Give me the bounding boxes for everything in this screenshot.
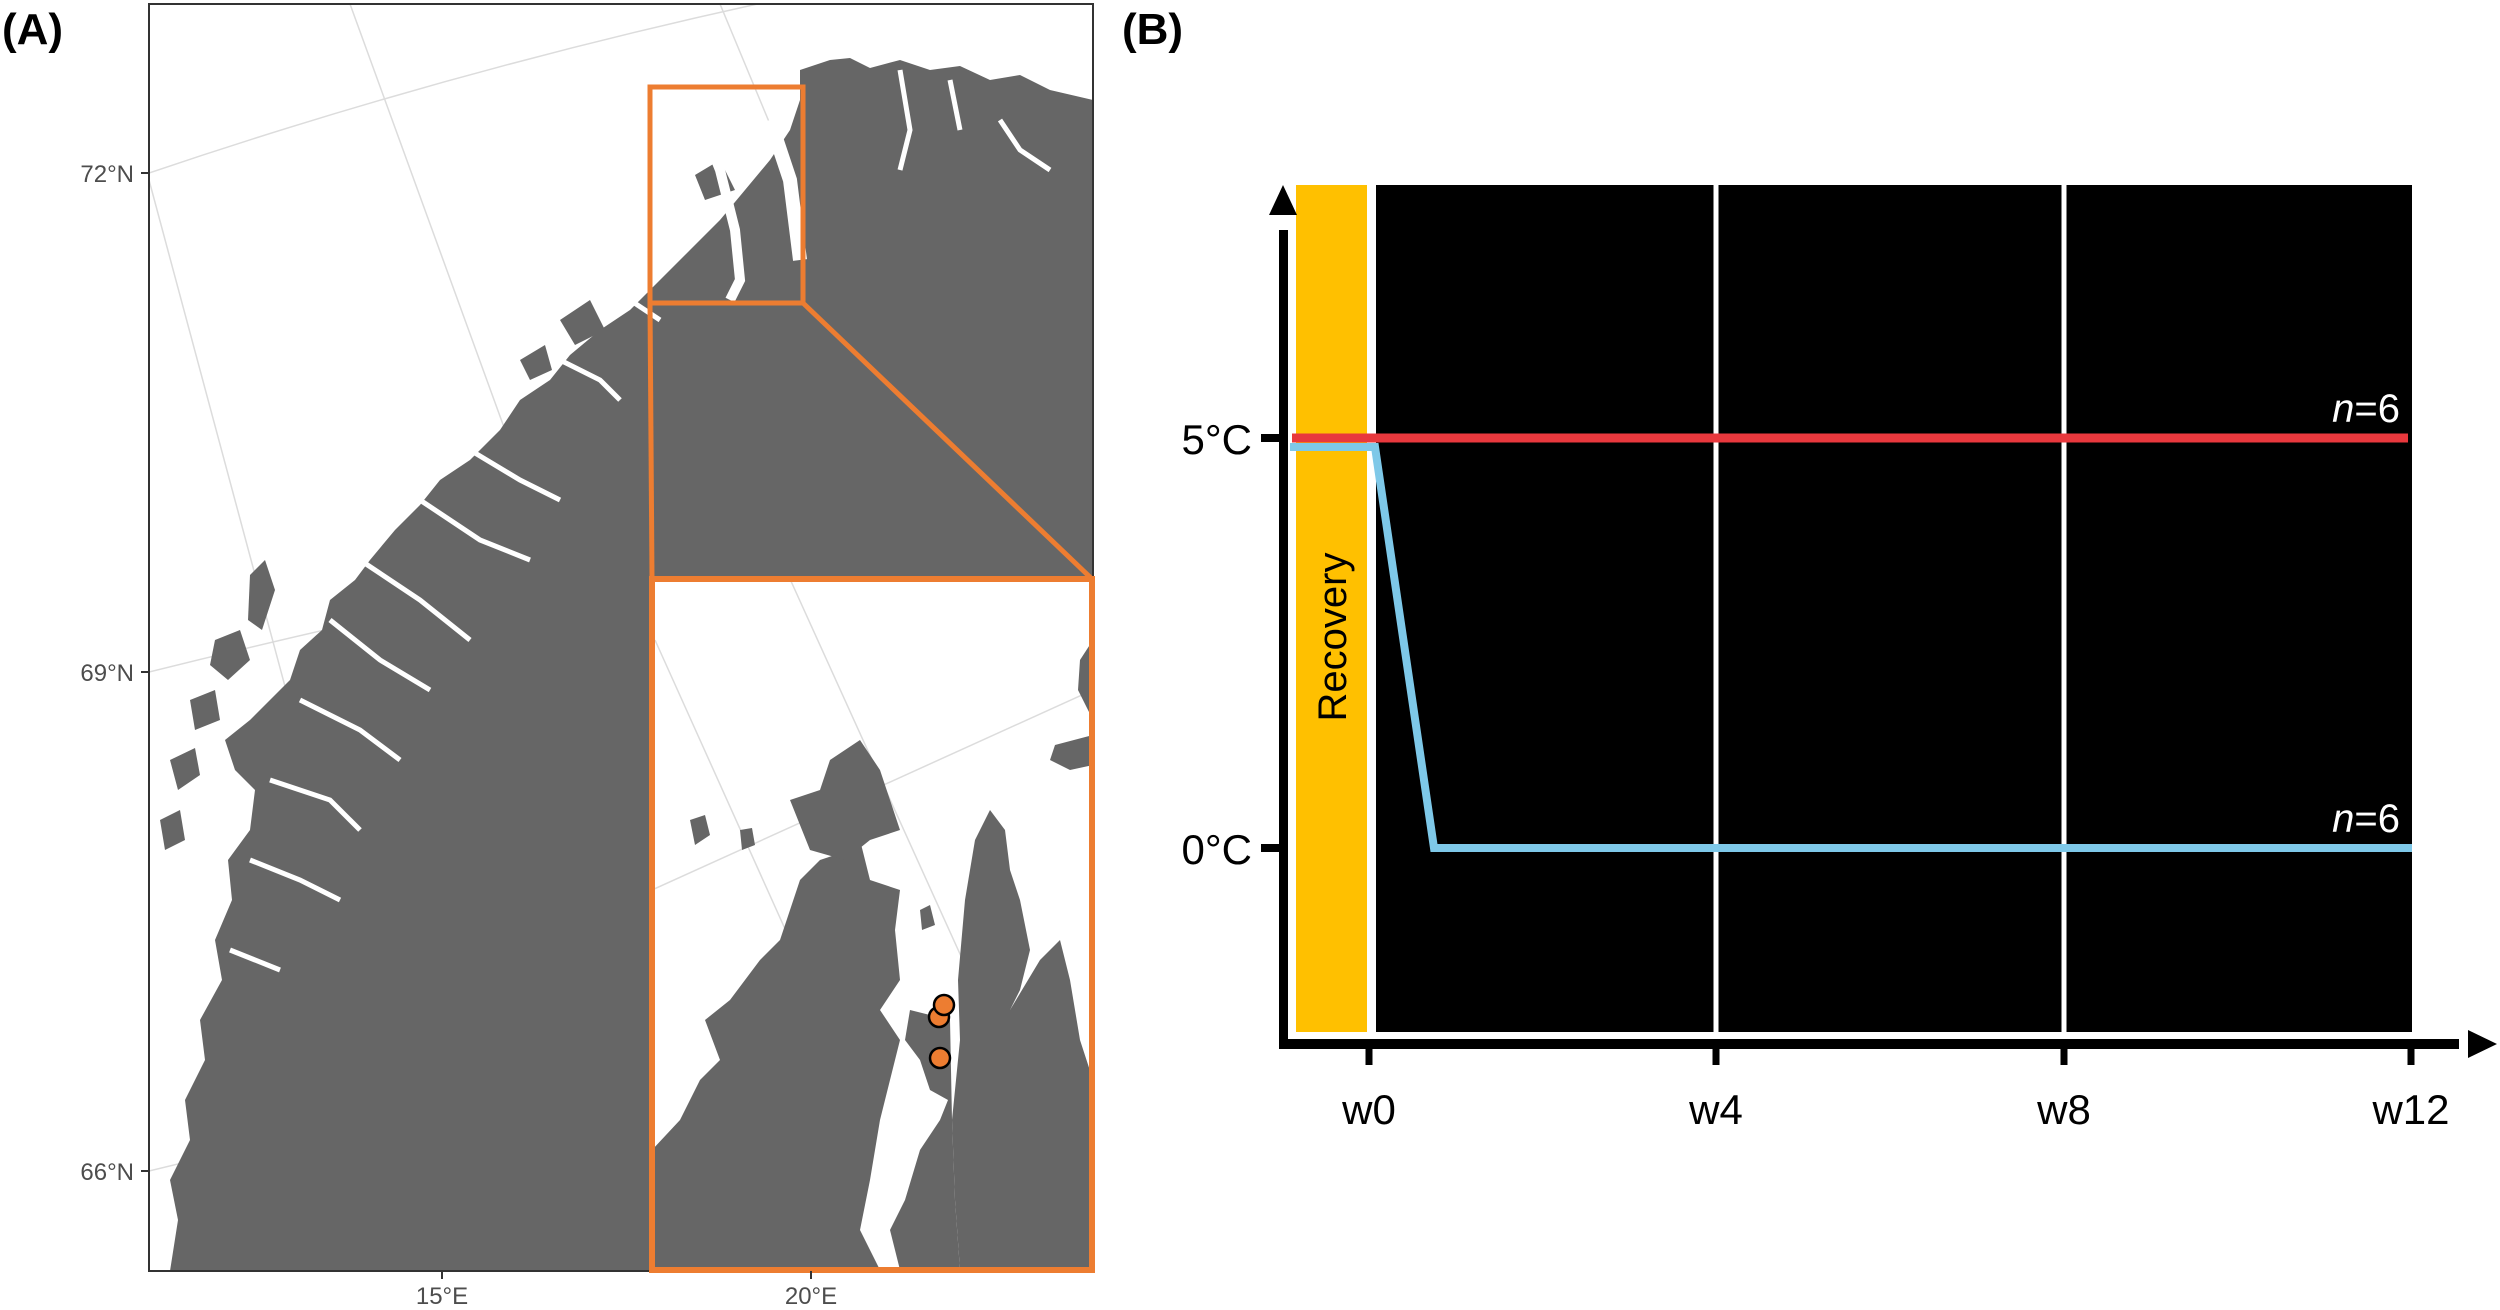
annotation-0c-n: n=6 bbox=[2332, 797, 2400, 841]
highlight-box bbox=[647, 84, 806, 306]
inset-map bbox=[649, 576, 1095, 1273]
panel-a-label: (A) bbox=[2, 5, 63, 54]
inset-frame bbox=[649, 576, 1095, 1273]
fjord-small-box bbox=[695, 118, 746, 303]
lon-label-15: 15°E bbox=[416, 1283, 468, 1310]
x-axis-arrow-icon bbox=[2468, 1030, 2497, 1058]
coastal-islands bbox=[160, 160, 735, 850]
inset-land-northeast bbox=[1050, 641, 1092, 770]
fjords bbox=[229, 69, 1052, 973]
recovery-label: Recovery bbox=[1311, 553, 1355, 722]
inset-land-west bbox=[652, 840, 900, 1270]
highlight-box-group bbox=[647, 84, 1094, 581]
x-tick-w0: w0 bbox=[1341, 1086, 1396, 1133]
inset-land-island bbox=[790, 740, 900, 860]
plot-background bbox=[1376, 185, 2412, 1032]
annotation-5c-n: n=6 bbox=[2332, 387, 2400, 431]
lat-label-66: 66°N bbox=[80, 1159, 134, 1186]
panel-a: (A) bbox=[2, 3, 1095, 1310]
sample-site-marker[interactable] bbox=[932, 993, 956, 1017]
x-tick-w8: w8 bbox=[2036, 1086, 2091, 1133]
y-axis-arrow-icon bbox=[1269, 185, 1297, 215]
lat-label-69: 69°N bbox=[80, 660, 134, 687]
inset-land-small-islands bbox=[690, 815, 935, 930]
x-tick-w4: w4 bbox=[1688, 1086, 1743, 1133]
series-0c-line bbox=[1290, 443, 2412, 852]
y-tick-0c: 0°C bbox=[1182, 826, 1253, 873]
recovery-band bbox=[1296, 185, 1367, 1032]
connector-left bbox=[647, 302, 655, 580]
x-tick-w12: w12 bbox=[2371, 1086, 2449, 1133]
inset-land-peninsula bbox=[890, 1010, 960, 1270]
sample-sites bbox=[927, 993, 956, 1070]
lat-label-72: 72°N bbox=[80, 161, 134, 188]
y-tick-5c: 5°C bbox=[1182, 416, 1253, 463]
x-axis bbox=[1279, 1030, 2497, 1065]
lon-label-20: 20°E bbox=[785, 1283, 837, 1310]
y-axis bbox=[1261, 185, 1297, 1048]
connector-right bbox=[801, 301, 1094, 581]
week-gridlines bbox=[1713, 185, 2067, 1032]
fjord-small-box-2 bbox=[763, 117, 807, 261]
panel-b: (B) Recovery n=6 n=6 bbox=[1122, 5, 2497, 1133]
map-axis-ticks bbox=[141, 172, 812, 1279]
panel-b-label: (B) bbox=[1122, 5, 1183, 54]
inset-land-east bbox=[952, 810, 1092, 1270]
sample-site-marker[interactable] bbox=[928, 1046, 952, 1070]
